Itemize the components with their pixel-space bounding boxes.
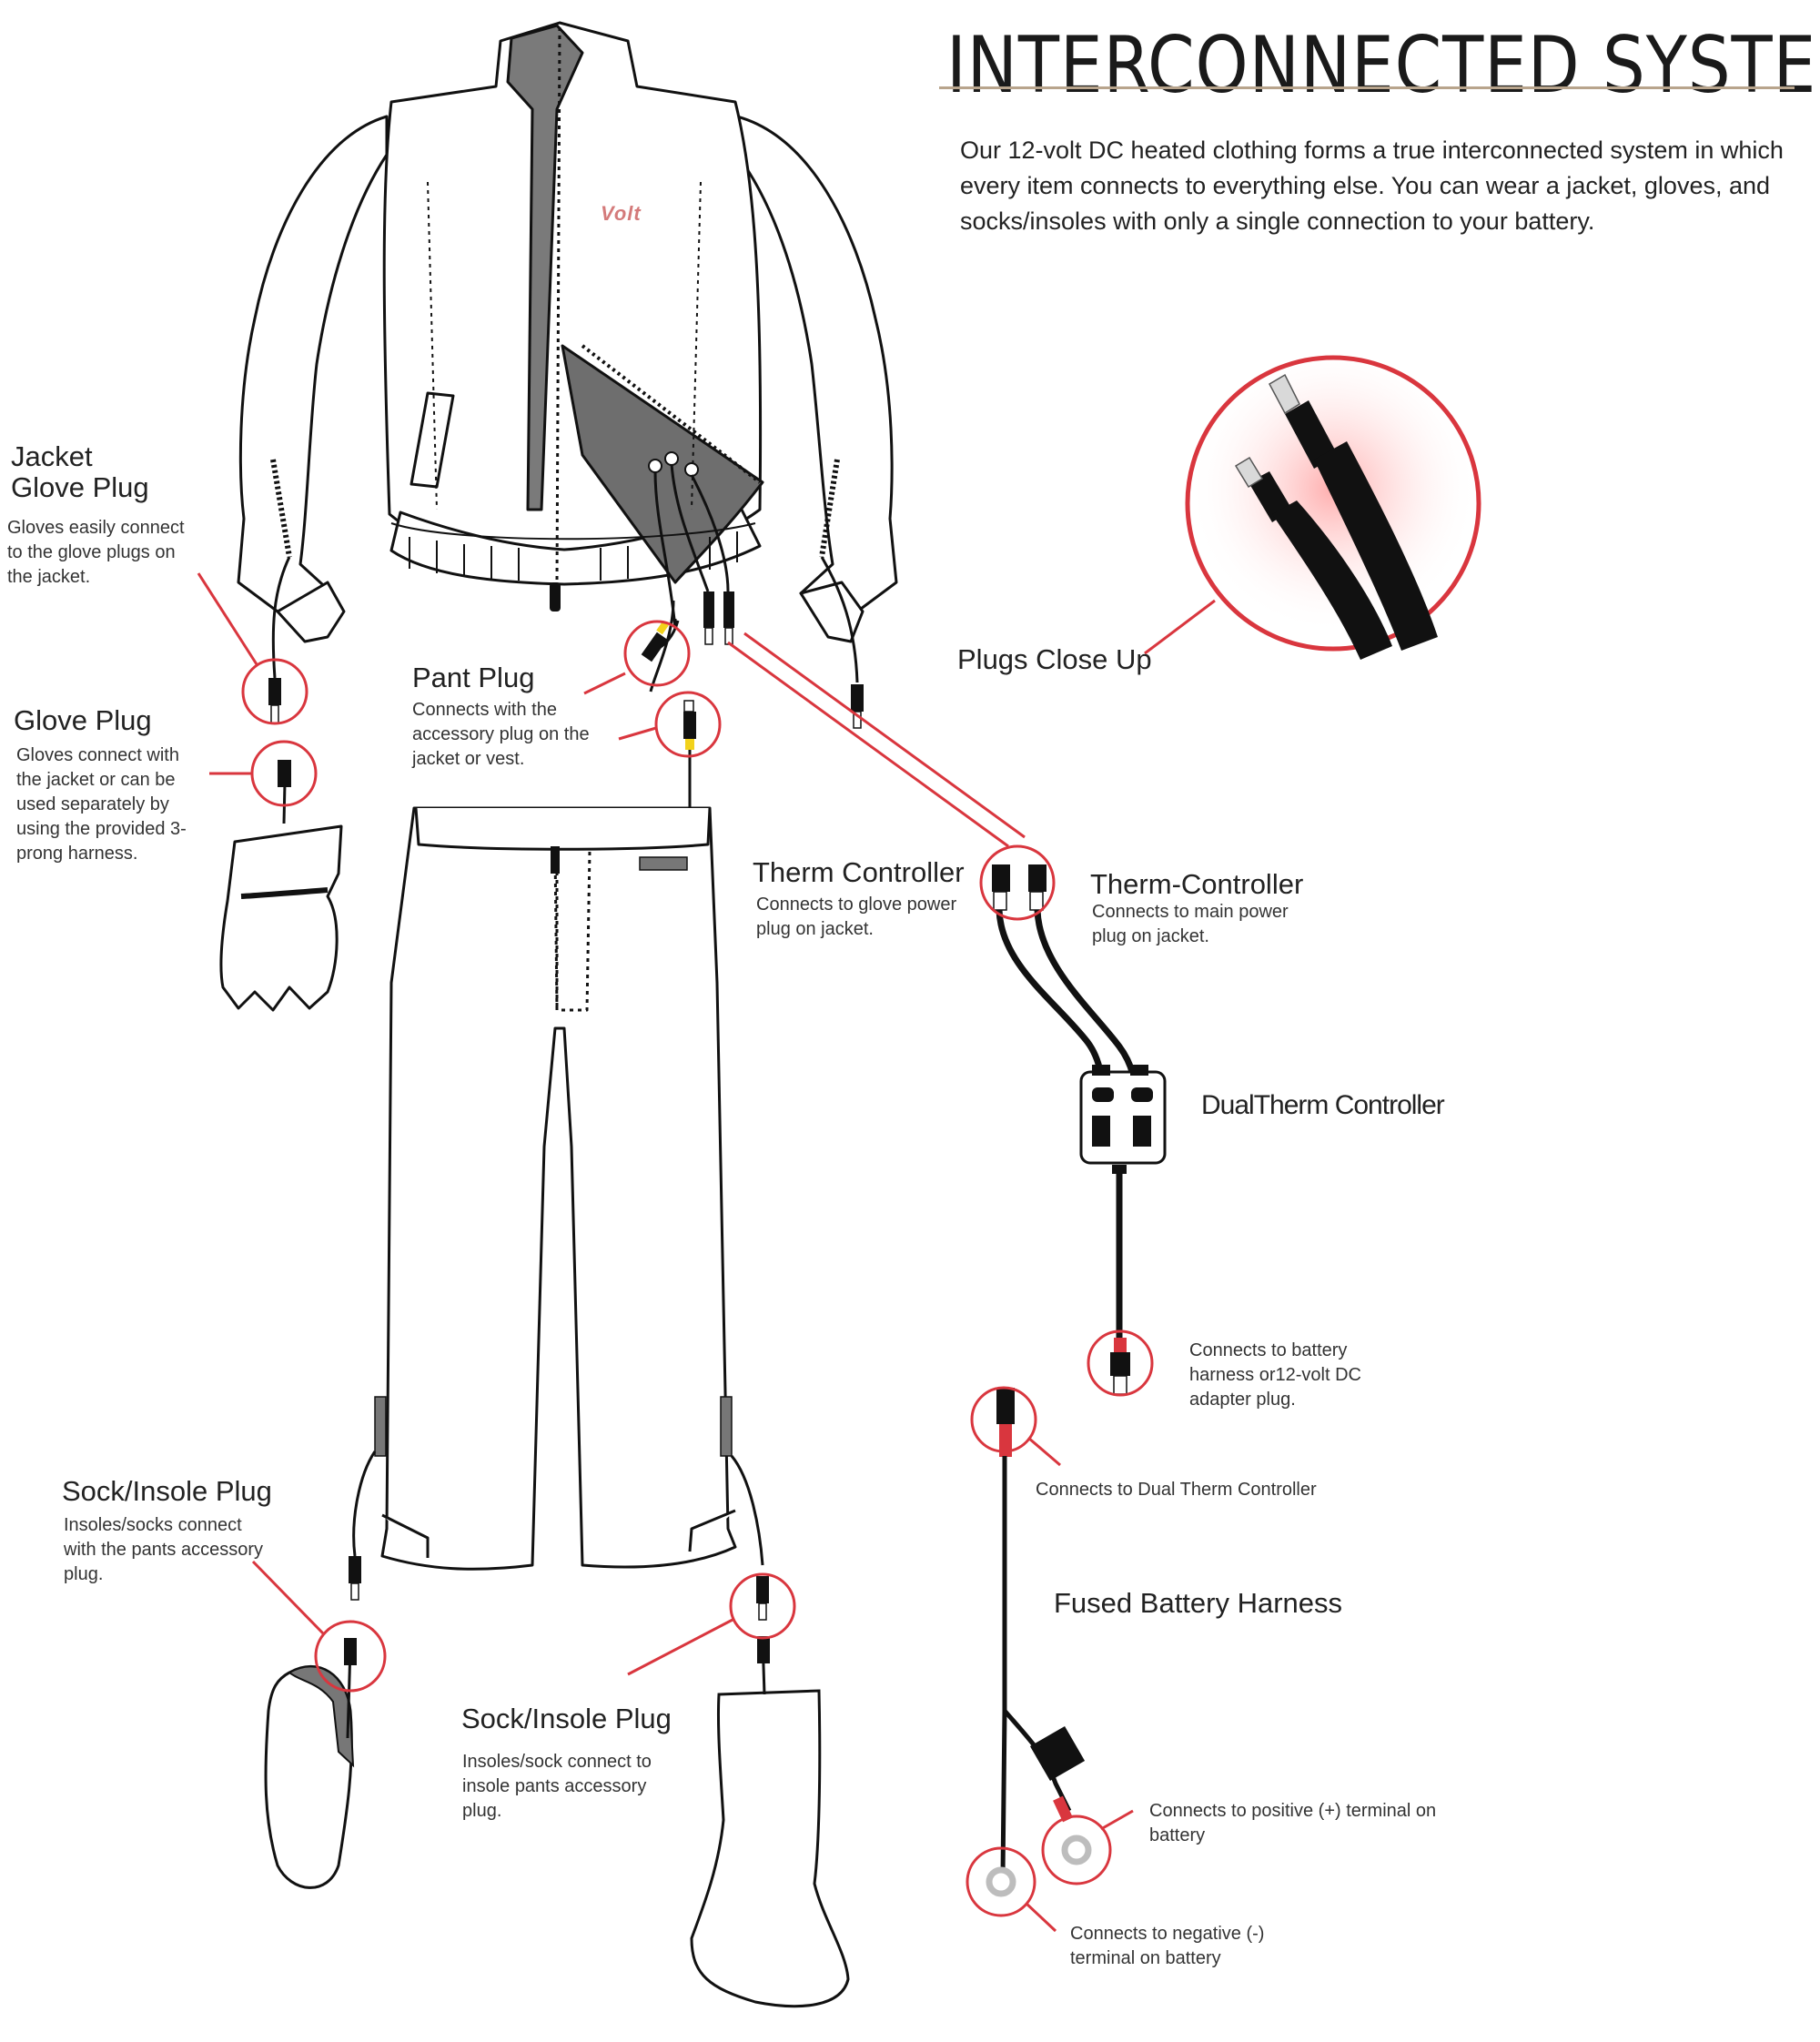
fused-battery-harness-title: Fused Battery Harness [1054,1587,1343,1619]
sock-insole-plug-left-desc: Insoles/socks connect with the pants acc… [64,1515,263,1584]
jacket-glove-plug-title-2: Glove Plug [11,471,149,503]
therm-controller-plug-b [1028,864,1046,892]
plugs-close-up [1185,355,1481,660]
jacket-power-plug-b [723,591,734,628]
jacket-glove-plug-left [268,678,281,705]
dual-therm-controller-box [1079,1065,1167,1165]
page-title: INTERCONNECTED SYSTEM [946,20,1820,111]
jacket-wires [649,463,730,692]
jacket-glove-plug-title-1: Jacket [11,440,93,472]
negative-terminal-desc: Connects to negative (-) terminal on bat… [1070,1924,1265,1968]
jacket-power-plug-a [703,591,714,628]
therm-controller-plug-a [992,864,1010,892]
sock-illustration [690,1636,850,2008]
pants-accessory-plug [639,856,688,871]
glove-plug-desc: Gloves connect with the jacket or can be… [16,745,187,864]
glove-plug [278,760,291,787]
pants-right-leg-plug [720,1396,733,1457]
therm-controller-title: Therm Controller [753,856,965,888]
jacket-illustration [237,21,898,643]
glove-illustration [219,824,343,1012]
sock-insole-plug-left-title: Sock/Insole Plug [62,1475,272,1507]
brand-logo: Volt [601,202,642,225]
intro-text: Our 12-volt DC heated clothing forms a t… [960,136,1784,235]
title-underline [939,86,1795,89]
battery-harness [986,1388,1092,1897]
therm-controller-main-desc: Connects to main power plug on jacket. [1092,902,1289,946]
jacket-glove-plug-right [851,684,864,712]
jacket-glove-plug-desc: Gloves easily connect to the glove plugs… [7,518,185,587]
to-dual-therm-desc: Connects to Dual Therm Controller [1036,1480,1317,1500]
jacket-glove-cables [271,556,859,683]
jacket-details [270,26,840,583]
therm-controller-desc: Connects to glove power plug on jacket. [756,895,957,939]
callout-markers [197,572,1154,1933]
jacket-to-therm-lines [727,632,1026,848]
dual-therm-output-plug [1114,1338,1127,1352]
pant-plug-desc: Connects with the accessory plug on the … [412,700,590,769]
sock-insole-plug-right-desc: Insoles/sock connect to insole pants acc… [462,1752,652,1821]
therm-controller-main-title: Therm-Controller [1090,868,1304,900]
zipper-pull [550,582,561,612]
positive-terminal-desc: Connects to positive (+) terminal on bat… [1149,1801,1437,1845]
plugs-close-up-title: Plugs Close Up [957,643,1152,675]
battery-adapter-desc: Connects to battery harness or12-volt DC… [1189,1340,1361,1410]
dual-therm-controller-title: DualTherm Controller [1201,1090,1445,1120]
insole-illustration [264,1638,357,1889]
glove-plug-title: Glove Plug [14,704,152,736]
pants-illustration [380,806,737,1571]
pant-plug-title: Pant Plug [412,662,535,693]
pants-left-leg-plug [374,1396,387,1457]
sock-insole-plug-right-title: Sock/Insole Plug [461,1703,672,1734]
